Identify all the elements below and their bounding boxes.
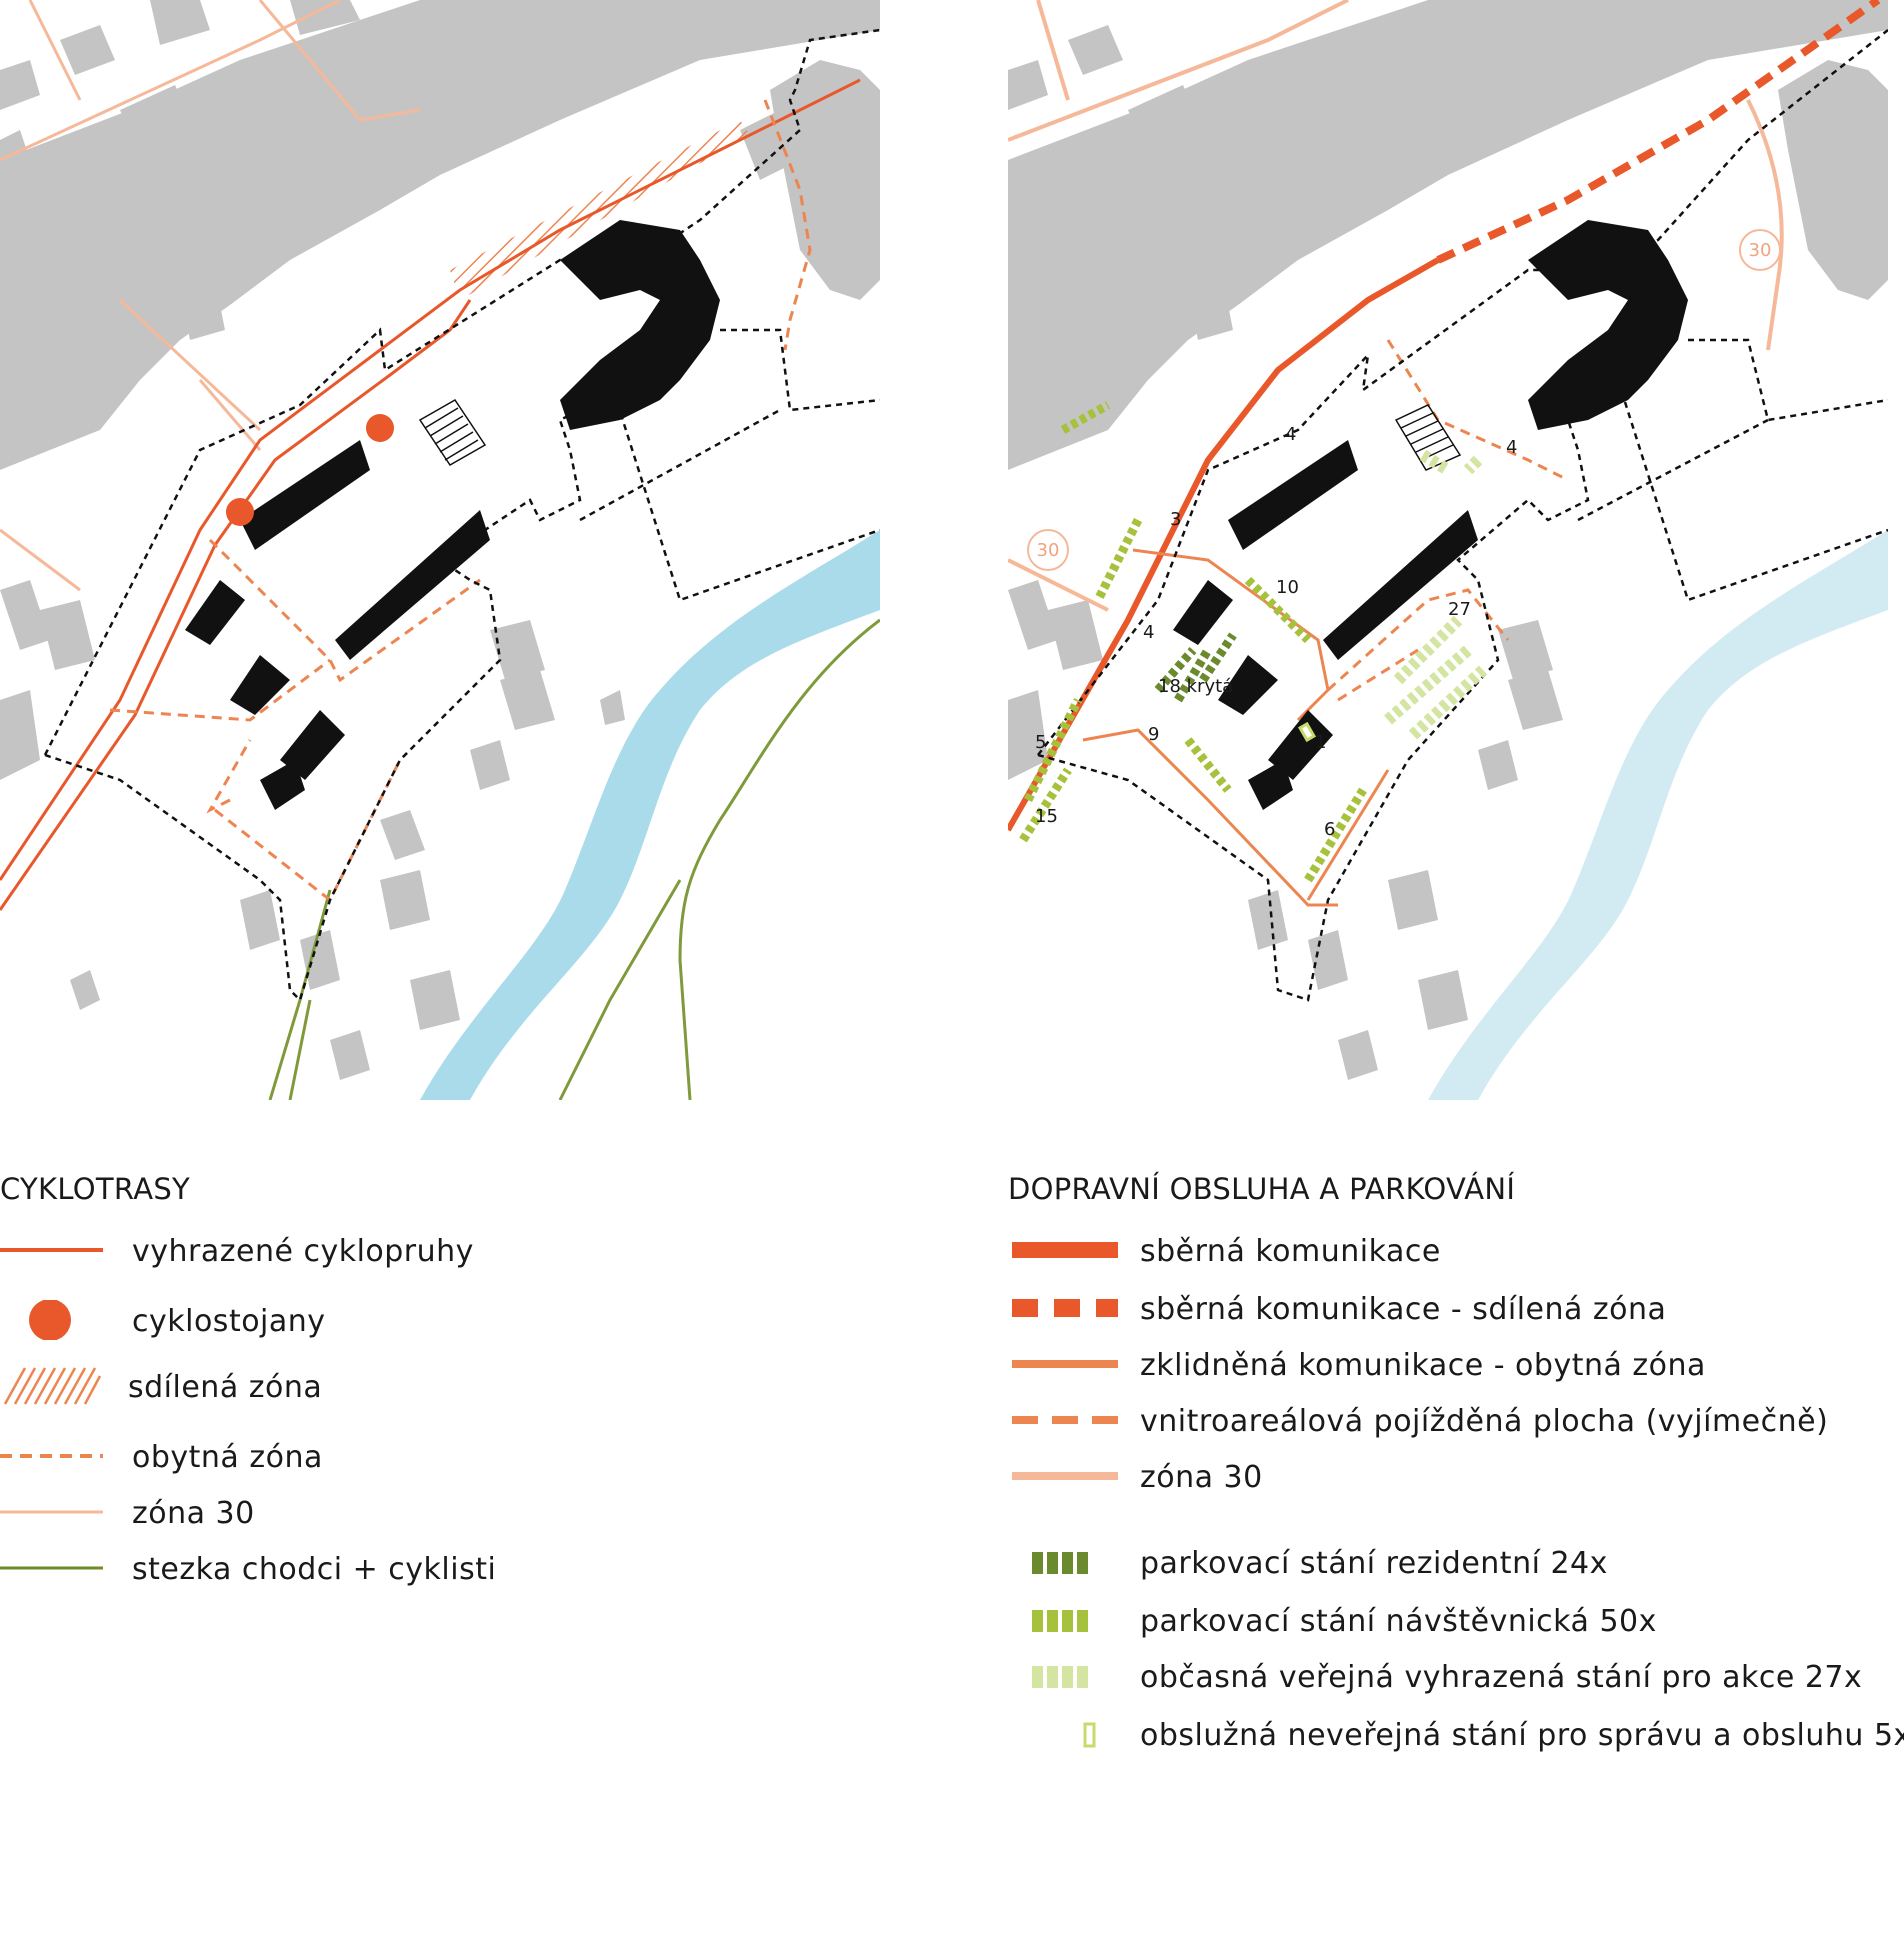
count-service: 1 [1315,732,1326,753]
legend-item-zone-30-right: zóna 30 [1008,1456,1904,1496]
legend-label: sběrná komunikace - sdílená zóna [1140,1292,1667,1327]
stair-icon-right [1394,404,1462,471]
thick-dashed-orange-icon [1012,1299,1118,1317]
zona-30-right [1008,0,1784,612]
solid-line-green-icon [0,1566,103,1570]
zone-label-west: 30 [1037,540,1060,561]
cycling-routes-map [0,0,880,1100]
legend-title-cycling: CYKLOTRASY [0,1172,191,1206]
legend-item-parking-visitor: parkovací stání návštěvnická 50x [1008,1600,1904,1640]
legend-item-cycle-lanes: vyhrazené cyklopruhy [0,1230,960,1270]
count-courtyard: 10 [1276,577,1299,598]
count-north-east: 4 [1506,437,1517,458]
dashed-orange-mid-icon [1012,1416,1118,1424]
count-street-c: 15 [1035,806,1058,827]
legend-item-collector-shared: sběrná komunikace - sdílená zóna [1008,1288,1904,1328]
count-north-west: 4 [1285,424,1296,445]
bike-racks [226,414,394,526]
zone-30-markers: 30 30 [1027,229,1781,571]
solid-line-peach-icon [0,1510,103,1514]
legend-label: parkovací stání návštěvnická 50x [1140,1604,1657,1639]
legend-label: parkovací stání rezidentní 24x [1140,1546,1608,1581]
legend-item-zone-30: zóna 30 [0,1492,960,1532]
green-paths [268,618,880,1100]
legend-label: sběrná komunikace [1140,1234,1441,1269]
count-street-b: 5 [1035,732,1046,753]
zone-label-east: 30 [1749,240,1772,261]
legend-item-internal-area: vnitroareálová pojížděná plocha (vyjímeč… [1008,1400,1904,1440]
hatch-orange-icon [3,1367,102,1405]
residential-zone-dashed [109,99,812,903]
legend-label: zóna 30 [1140,1460,1263,1495]
legend-label: cyklostojany [132,1304,326,1339]
site-buildings [185,220,720,810]
parking-visitor-icon [1032,1610,1088,1632]
parking-visitor-spots [1019,401,1367,883]
site-buildings-right [1173,220,1688,810]
legend-label: zóna 30 [132,1496,255,1531]
legend-item-parking-resident: parkovací stání rezidentní 24x [1008,1542,1904,1582]
legend-label: sdílená zóna [128,1370,323,1405]
line-orange-mid-icon [1012,1360,1118,1368]
river [420,530,880,1100]
legend-item-collector-road: sběrná komunikace [1008,1230,1904,1270]
parking-resident-spots [1154,632,1237,703]
count-south-west: 9 [1148,724,1159,745]
count-event-lot: 27 [1448,599,1471,620]
parking-event-icon [1032,1666,1088,1688]
count-street-a: 3 [1170,509,1181,530]
legend-item-calm-road: zklidněná komunikace - obytná zóna [1008,1344,1904,1384]
legend-label: obytná zóna [132,1440,323,1475]
dashed-line-orange-icon [0,1454,103,1458]
calm-road [1082,548,1390,907]
legend-label: vnitroareálová pojížděná plocha (vyjímeč… [1140,1404,1829,1439]
legend-label: obslužná neveřejná stání pro správu a ob… [1140,1718,1904,1753]
parking-counts: 4 4 3 10 4 18 krytá 27 9 1 5 15 6 [1035,424,1517,840]
legend-item-shared-path: stezka chodci + cyklisti [0,1548,960,1588]
parking-service-icon [1083,1722,1096,1748]
collector-road [1008,257,1440,832]
neighbour-buildings [0,0,880,1080]
legend-title-traffic: DOPRAVNÍ OBSLUHA A PARKOVÁNÍ [1008,1172,1516,1206]
stair-icon [418,399,487,466]
legend-label: zklidněná komunikace - obytná zóna [1140,1348,1706,1383]
count-west-small: 4 [1143,622,1154,643]
traffic-parking-map: 30 30 [1008,0,1888,1100]
legend-label: stezka chodci + cyklisti [132,1552,497,1587]
zona-30-lines [0,0,421,592]
thick-line-orange-icon [1012,1242,1118,1258]
legend-item-shared-zone: sdílená zóna [0,1366,960,1406]
legend-item-parking-service: obslužná neveřejná stání pro správu a ob… [1008,1714,1904,1754]
count-covered: 18 krytá [1158,676,1233,697]
parking-service-spot [1297,721,1317,743]
legend-item-parking-event: občasná veřejná vyhrazená stání pro akce… [1008,1656,1904,1696]
solid-line-orange-icon [0,1248,103,1252]
legend-item-residential-zone: obytná zóna [0,1436,960,1476]
count-south-east: 6 [1324,819,1335,840]
neighbour-buildings-right [1008,0,1888,1080]
line-peach-icon [1012,1472,1118,1480]
cycle-lanes [0,78,861,911]
orange-dot-icon [29,1300,71,1340]
parking-event-spots [1384,449,1488,740]
legend-label: vyhrazené cyklopruhy [132,1234,474,1269]
legend-label: občasná veřejná vyhrazená stání pro akce… [1140,1660,1863,1695]
site-boundary-right [1037,29,1888,1002]
legend-item-bike-racks: cyklostojany [0,1300,960,1340]
collector-road-shared [1436,0,1881,264]
river-right [1428,530,1888,1100]
parking-resident-icon [1032,1552,1088,1574]
